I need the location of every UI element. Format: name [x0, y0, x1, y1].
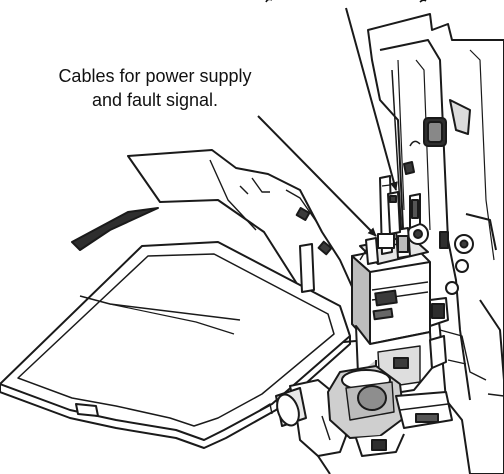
cables-callout-line-1: Cables for power supply — [58, 66, 252, 86]
cables-callout-label: Cables for power supply and fault signal… — [30, 64, 280, 112]
top-cut-callout — [258, 0, 458, 9]
enclosure-backplate — [367, 13, 504, 474]
callout-arrows — [257, 7, 398, 237]
cables-callout-arrow — [257, 115, 377, 237]
top-callout-arrow — [345, 7, 398, 191]
drain-pump-assembly — [275, 365, 453, 474]
cables-callout-line-2: and fault signal. — [91, 90, 219, 110]
